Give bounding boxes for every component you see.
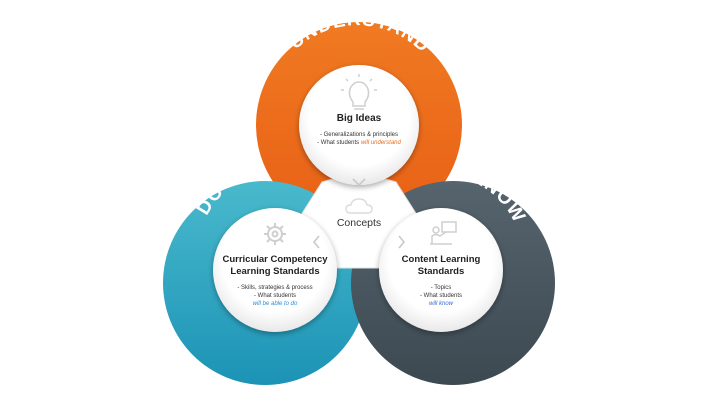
big-ideas-bullet-1: - Generalizations & principles [320, 132, 398, 138]
curricular-title-line-2: Learning Standards [230, 266, 319, 277]
big-ideas-circle [299, 65, 419, 185]
big-ideas-bullet-2: - What students will understand [317, 140, 401, 146]
content-title-line-1: Content Learning [402, 254, 481, 265]
content-title-line-2: Standards [418, 266, 464, 277]
lightbulb-icon [341, 74, 377, 110]
curricular-circle [213, 208, 337, 332]
big-ideas-highlight: will understand [361, 140, 402, 146]
curricular-bullet-1: - Skills, strategies & process [237, 285, 312, 291]
chevron-icons [312, 178, 406, 249]
curricular-title-line-1: Curricular Competency [222, 254, 328, 265]
curricular-bullet-2: - What students [254, 293, 296, 299]
big-ideas-title: Big Ideas [337, 113, 382, 124]
cloud-icon [345, 198, 373, 214]
presenter-icon [430, 221, 457, 245]
content-bullet-2: - What students [420, 293, 462, 299]
curricular-highlight: will be able to do [253, 301, 298, 307]
concepts-label: Concepts [337, 217, 381, 229]
content-bullet-1: - Topics [431, 285, 452, 291]
gear-icon [264, 223, 286, 245]
content-circle [379, 208, 503, 332]
big-ideas-bullet-2-prefix: - What students [317, 140, 361, 146]
content-highlight: will know [429, 301, 454, 307]
